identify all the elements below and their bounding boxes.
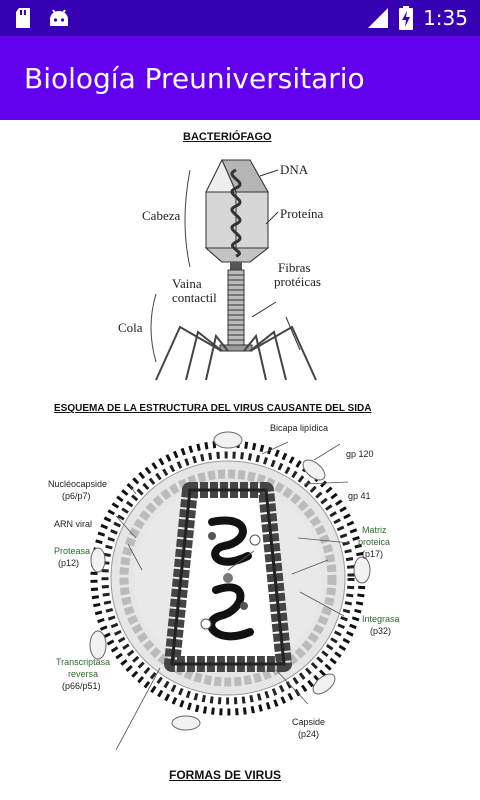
- bacteriophage-heading: BACTERIÓFAGO: [183, 131, 272, 143]
- label-bicapa: Bicapa lipídica: [270, 423, 328, 433]
- hiv-diagram: Bicapa lipídica gp 120 gp 41 Nucléocapsi…: [48, 423, 400, 750]
- label-matriz-1: Matriz: [362, 525, 387, 535]
- label-vaina-2: contactil: [172, 290, 217, 305]
- clock: 1:35: [423, 6, 468, 30]
- label-proteina: Proteína: [280, 206, 324, 221]
- bacteriophage-diagram: DNA Cabeza Proteína Fibras protéicas Vai…: [118, 158, 324, 381]
- app-bar: Biología Preuniversitario: [0, 36, 480, 120]
- label-cabeza: Cabeza: [142, 208, 180, 223]
- label-proteasa-1: Proteasa: [54, 546, 90, 556]
- label-proteasa-2: (p12): [58, 558, 79, 568]
- label-transcriptasa-3: (p66/p51): [62, 681, 101, 691]
- sd-card-icon: [16, 8, 30, 28]
- label-vaina-1: Vaina: [172, 276, 202, 291]
- forms-heading: FORMAS DE VIRUS: [169, 768, 282, 782]
- label-gp120: gp 120: [346, 449, 374, 459]
- label-capside-1: Capside: [292, 717, 325, 727]
- label-gp41: gp 41: [348, 491, 371, 501]
- content-scroll[interactable]: BACTERIÓFAGO DNA Cabeza Proteína Fibras: [0, 120, 480, 800]
- label-integrasa-1: Integrasa: [362, 614, 400, 624]
- notification-icons: [14, 7, 70, 29]
- status-bar: 1:35: [0, 0, 480, 36]
- label-matriz-3: (p17): [362, 549, 383, 559]
- label-integrasa-2: (p32): [370, 626, 391, 636]
- label-nucleocapside-1: Nucléocapside: [48, 479, 107, 489]
- label-nucleocapside-2: (p6/p7): [62, 491, 91, 501]
- label-capside-2: (p24): [298, 729, 319, 739]
- label-fibras-2: protéicas: [274, 274, 321, 289]
- label-dna: DNA: [280, 162, 309, 177]
- battery-charging-icon: [399, 6, 414, 30]
- label-fibras-1: Fibras: [278, 260, 311, 275]
- android-icon: [50, 9, 68, 26]
- label-transcriptasa-2: reversa: [68, 669, 98, 679]
- label-arn: ARN viral: [54, 519, 92, 529]
- app-title: Biología Preuniversitario: [24, 62, 365, 95]
- hiv-heading: ESQUEMA DE LA ESTRUCTURA DEL VIRUS CAUSA…: [54, 403, 372, 414]
- label-transcriptasa-1: Transcriptasa: [56, 657, 110, 667]
- label-cola: Cola: [118, 320, 143, 335]
- signal-icon: [368, 8, 389, 28]
- label-matriz-2: proteica: [358, 537, 390, 547]
